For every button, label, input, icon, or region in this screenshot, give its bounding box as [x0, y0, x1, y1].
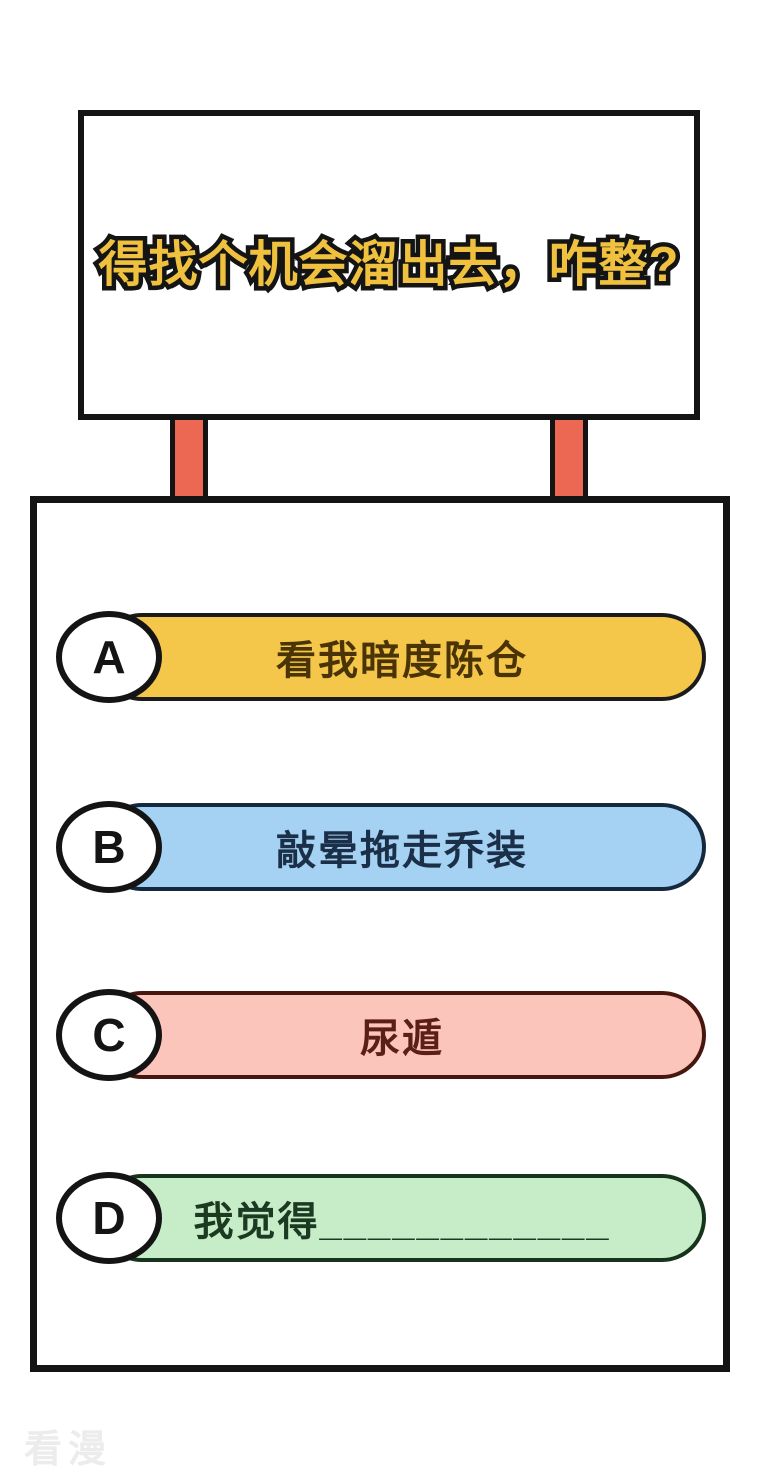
- option-b-letter-badge: B: [56, 801, 162, 893]
- option-b-pill[interactable]: 敲晕拖走乔装: [98, 803, 706, 891]
- option-d-pill[interactable]: 我觉得____________: [98, 1174, 706, 1262]
- sign-post-left: [170, 412, 208, 504]
- sign-post-right: [550, 412, 588, 504]
- option-a-pill[interactable]: 看我暗度陈仓: [98, 613, 706, 701]
- option-c-letter-badge: C: [56, 989, 162, 1081]
- option-c-label: 尿遁: [360, 1017, 444, 1061]
- option-c-letter: C: [92, 1009, 126, 1061]
- option-b-letter: B: [92, 821, 126, 873]
- option-a[interactable]: 看我暗度陈仓 A: [0, 611, 760, 703]
- option-d[interactable]: 我觉得____________ D: [0, 1172, 760, 1264]
- option-d-letter: D: [92, 1192, 126, 1244]
- option-a-label: 看我暗度陈仓: [276, 639, 528, 683]
- question-title-outline: 得找个机会溜出去，咋整?: [94, 236, 683, 294]
- option-c-pill[interactable]: 尿遁: [98, 991, 706, 1079]
- option-c[interactable]: 尿遁 C: [0, 989, 760, 1081]
- question-sign-board: 得找个机会溜出去，咋整? 得找个机会溜出去，咋整?: [78, 110, 700, 420]
- kanman-watermark: 看漫: [24, 1429, 113, 1471]
- question-title-text: 得找个机会溜出去，咋整?: [98, 237, 680, 292]
- option-b-label: 敲晕拖走乔装: [276, 829, 528, 873]
- option-d-letter-badge: D: [56, 1172, 162, 1264]
- question-title: 得找个机会溜出去，咋整? 得找个机会溜出去，咋整?: [94, 236, 683, 294]
- option-a-letter-badge: A: [56, 611, 162, 703]
- option-b[interactable]: 敲晕拖走乔装 B: [0, 801, 760, 893]
- option-d-label: 我觉得____________: [193, 1200, 611, 1244]
- option-a-letter: A: [92, 631, 126, 683]
